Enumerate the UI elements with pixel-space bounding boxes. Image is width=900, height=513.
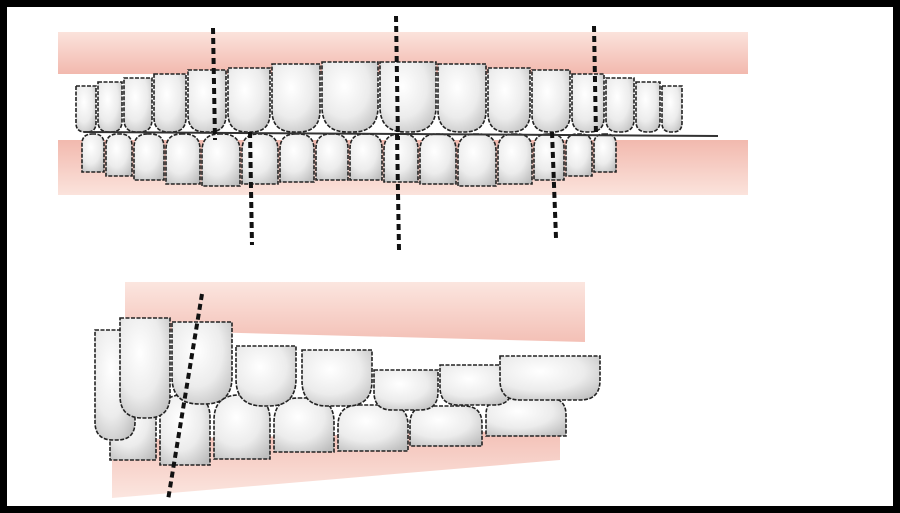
lower-tooth <box>82 134 104 172</box>
upper-tooth <box>188 70 226 132</box>
lower-tooth <box>106 134 132 176</box>
lower-tooth <box>534 134 564 180</box>
upper-tooth <box>488 68 530 132</box>
lower-tooth <box>594 134 616 172</box>
lateral-upper-tooth <box>374 370 438 410</box>
upper-tooth <box>322 62 378 132</box>
lower-tooth <box>420 134 456 184</box>
lower-tooth <box>280 134 314 182</box>
lower-tooth <box>458 134 496 186</box>
lateral-lower-tooth <box>410 406 482 446</box>
lateral-upper-tooth <box>500 356 600 400</box>
upper-tooth <box>572 74 604 132</box>
upper-tooth <box>662 86 682 132</box>
lateral-upper-tooth <box>120 318 170 418</box>
upper-tooth <box>380 62 436 132</box>
lateral-lower-tooth <box>338 405 408 451</box>
upper-tooth <box>228 68 270 132</box>
lower-tooth <box>384 134 418 182</box>
upper-tooth <box>272 64 320 132</box>
lower-tooth <box>316 134 348 180</box>
upper-tooth <box>636 82 660 132</box>
lower-tooth <box>134 134 164 180</box>
upper-tooth <box>98 82 122 132</box>
upper-tooth <box>76 86 96 132</box>
lower-tooth <box>202 134 240 186</box>
upper-tooth <box>438 64 486 132</box>
lower-tooth <box>166 134 200 184</box>
lower-tooth <box>242 134 278 184</box>
frontal-view <box>58 16 748 250</box>
upper-tooth <box>606 78 634 132</box>
upper-tooth <box>532 70 570 132</box>
lower-tooth <box>498 134 532 184</box>
lower-tooth <box>566 134 592 176</box>
lateral-upper-tooth <box>172 322 232 404</box>
lateral-view <box>95 282 600 500</box>
lateral-upper-tooth <box>302 350 372 406</box>
upper-tooth <box>124 78 152 132</box>
lateral-upper-tooth <box>236 346 296 406</box>
lower-tooth <box>350 134 382 180</box>
upper-tooth <box>154 74 186 132</box>
